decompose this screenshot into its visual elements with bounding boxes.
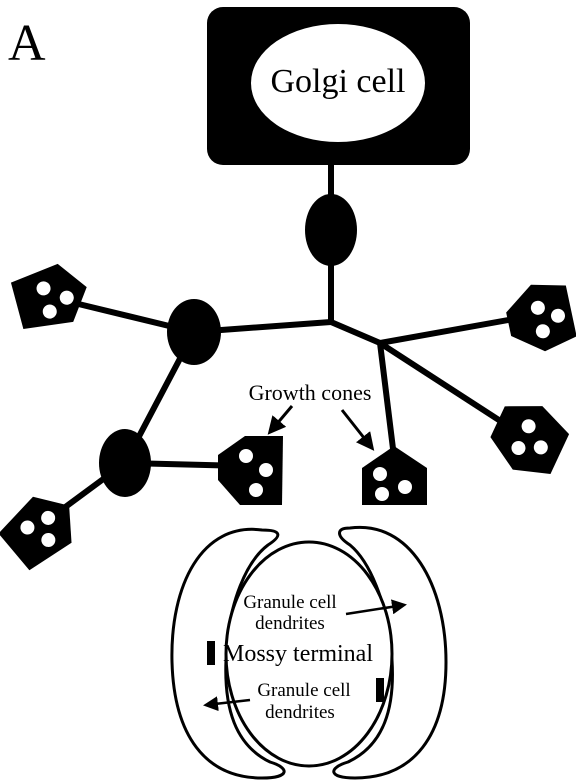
panel-label: A: [8, 15, 46, 72]
granule-dendrites-top-line1: Granule cell: [243, 592, 336, 613]
growth-cone-right-lower: [490, 406, 570, 474]
axon-swelling-top: [305, 194, 357, 266]
mossy-terminal-label: Mossy terminal: [223, 641, 373, 667]
growth-cone-center-right: [362, 446, 427, 505]
growth-cone-left-upper: [10, 263, 87, 329]
mossy-terminal: [224, 540, 394, 768]
golgi-cell-label: Golgi cell: [270, 63, 405, 100]
axon-swelling-lower: [99, 429, 151, 497]
granule-cell-dendrite-right: [332, 525, 448, 780]
synapse-marker-left: [207, 641, 215, 665]
synapse-marker-right: [376, 678, 384, 702]
granule-dendrites-bottom-line1: Granule cell: [257, 680, 350, 701]
growth-cones-arrow-left: [267, 405, 294, 435]
growth-cone-center-left: [218, 436, 283, 505]
glomerulus: Granule cell dendrites Mossy terminal Gr…: [170, 525, 448, 780]
granule-dendrites-top-arrow: [345, 599, 407, 616]
granule-dendrites-top-line2: dendrites: [255, 613, 325, 634]
growth-cones-label: Growth cones: [249, 380, 372, 405]
golgi-cell-body: Golgi cell: [207, 7, 470, 165]
growth-cones-arrow-right: [340, 409, 375, 451]
granule-dendrites-bottom-line2: dendrites: [265, 702, 335, 723]
growth-cone-left-lower: [0, 496, 72, 571]
granule-cell-dendrite-left: [170, 527, 286, 780]
granule-dendrites-bottom-arrow: [203, 696, 251, 712]
growth-cone-right-upper: [506, 284, 576, 352]
axon-swelling-middle: [167, 299, 221, 365]
golgi-cell-nucleus: [251, 24, 425, 142]
